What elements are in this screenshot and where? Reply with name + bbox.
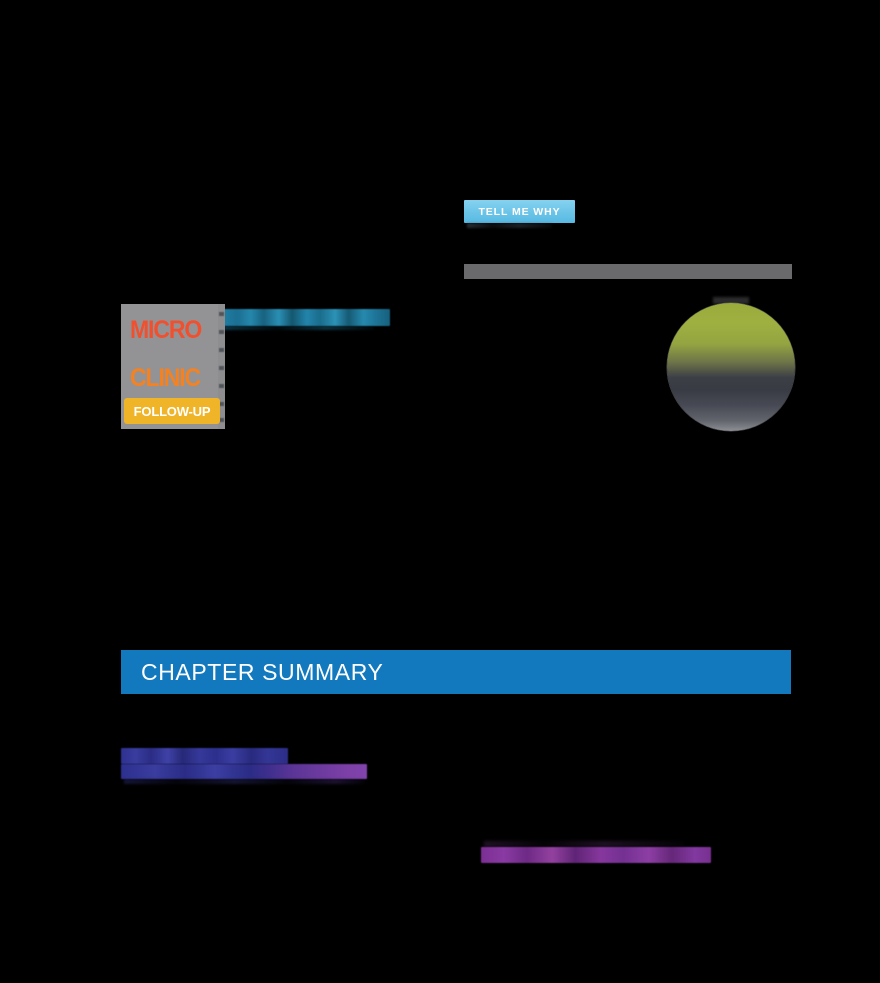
follow-up-badge: FOLLOW-UP — [124, 398, 220, 424]
summary-text-line-2-redacted — [121, 764, 367, 779]
follow-up-label: FOLLOW-UP — [133, 403, 211, 419]
section-heading-redacted — [224, 309, 390, 326]
panel-tick-marks — [219, 308, 225, 426]
clinic-label: CLINIC — [130, 364, 201, 392]
purple-text-line-redacted — [481, 847, 711, 863]
chapter-summary-title: CHAPTER SUMMARY — [141, 658, 384, 685]
tell-me-why-badge: TELL ME WHY — [464, 200, 575, 223]
summary-text-line-1-redacted — [121, 748, 288, 764]
tell-me-why-body-text — [467, 223, 552, 228]
tell-me-why-label: TELL ME WHY — [478, 205, 561, 218]
gradient-circle-figure — [667, 303, 795, 431]
gray-rule-bar — [464, 264, 792, 279]
chapter-summary-banner: CHAPTER SUMMARY — [121, 650, 791, 694]
purple-text-shadow — [484, 841, 684, 847]
figure-nub — [713, 297, 749, 304]
micro-label: MICRO — [130, 316, 202, 344]
section-heading-subtext-redacted — [224, 326, 374, 330]
summary-text-line-3-redacted — [124, 779, 364, 784]
